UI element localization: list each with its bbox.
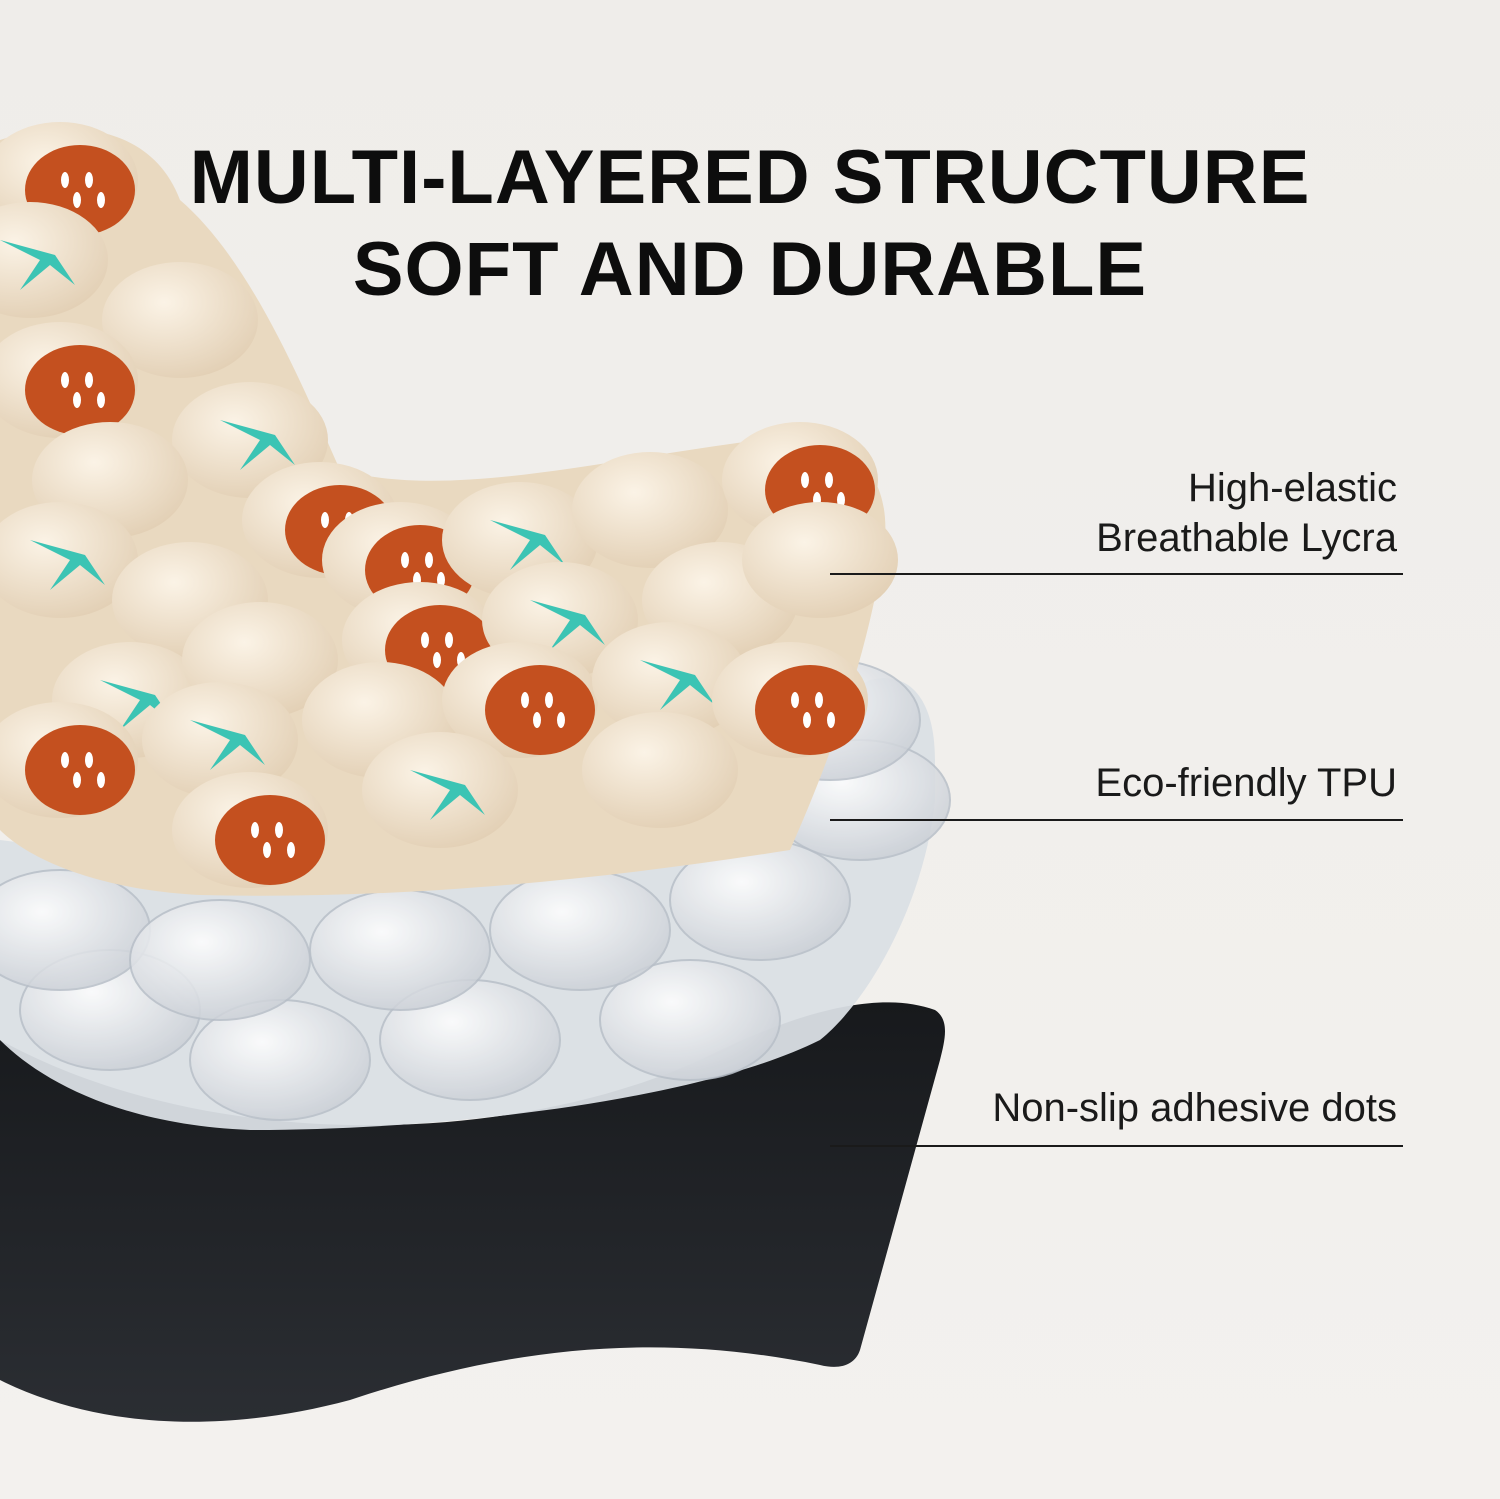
headline-line-2: SOFT AND DURABLE xyxy=(352,227,1148,312)
layer-label-lycra: High-elastic Breathable Lycra xyxy=(1096,463,1397,563)
non-slip-base-layer xyxy=(0,1002,945,1422)
fabric-bubble xyxy=(172,772,328,888)
fabric-bubble xyxy=(0,322,138,438)
tpu-bubble xyxy=(489,869,671,991)
callout-line-lycra xyxy=(830,573,1403,575)
fabric-bubble xyxy=(142,682,298,798)
leaf-print xyxy=(100,680,175,730)
fabric-bubble xyxy=(0,702,138,818)
callout-line-base xyxy=(830,1145,1403,1147)
layer-label-tpu: Eco-friendly TPU xyxy=(1095,761,1397,805)
fabric-bubble xyxy=(102,262,258,378)
tpu-bubble xyxy=(309,889,491,1011)
fabric-bubble xyxy=(572,452,728,568)
layer-label-lycra-line2: Breathable Lycra xyxy=(1096,516,1397,560)
tpu-bubble xyxy=(129,899,311,1021)
leaf-print xyxy=(190,720,265,770)
headline-line-1: MULTI-LAYERED STRUCTURE xyxy=(189,135,1311,220)
leaf-print xyxy=(30,540,105,590)
fabric-bubble xyxy=(592,622,748,738)
leaf-print xyxy=(410,770,485,820)
fabric-bubbles xyxy=(0,122,898,888)
fabric-bubble xyxy=(362,732,518,848)
leaf-print xyxy=(0,240,75,290)
fabric-bubble xyxy=(712,642,868,758)
strawberry-print xyxy=(25,725,135,815)
strawberry-print xyxy=(215,795,325,885)
tpu-bubble xyxy=(599,959,781,1081)
leaf-print xyxy=(530,600,605,650)
layer-label-base: Non-slip adhesive dots xyxy=(992,1086,1397,1130)
strawberry-print xyxy=(25,345,135,435)
fabric-bubble xyxy=(0,502,138,618)
fabric-bubble xyxy=(0,202,108,318)
callout-line-tpu xyxy=(830,819,1403,821)
strawberry-print xyxy=(485,665,595,755)
leaf-print xyxy=(640,660,715,710)
fabric-bubble xyxy=(582,712,738,828)
fabric-bubble xyxy=(442,642,598,758)
leaf-print xyxy=(220,420,295,470)
layer-label-lycra-line1: High-elastic xyxy=(1188,466,1397,510)
strawberry-print xyxy=(755,665,865,755)
fabric-bubble xyxy=(742,502,898,618)
leaf-print xyxy=(490,520,565,570)
